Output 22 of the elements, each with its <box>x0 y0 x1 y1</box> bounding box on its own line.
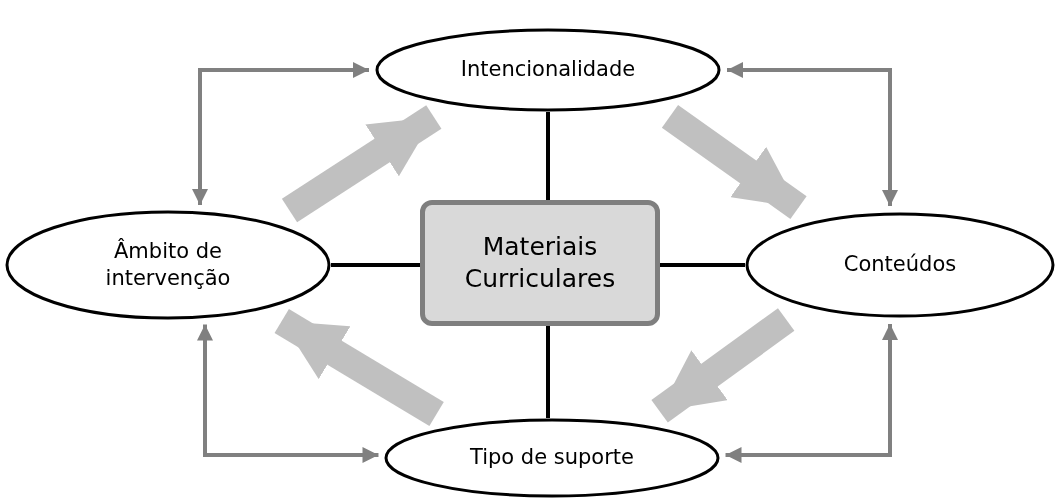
connector-line <box>660 263 745 267</box>
double-arrow <box>192 62 369 206</box>
connector-line <box>546 112 550 200</box>
node-label: Âmbito de intervenção <box>104 237 232 292</box>
ellipse-node <box>375 28 721 112</box>
block-arrow <box>281 105 442 223</box>
ellipse-node <box>384 418 720 498</box>
block-arrow <box>274 309 444 426</box>
block-arrow <box>651 308 795 423</box>
connector-line <box>546 326 550 418</box>
double-arrow <box>197 324 379 463</box>
block-arrow <box>661 104 807 220</box>
double-arrow <box>727 62 898 207</box>
node-label: Conteúdos <box>843 251 957 279</box>
central-box <box>420 200 660 326</box>
node-label: Intencionalidade <box>460 56 636 84</box>
node-label: Materiais Curriculares <box>463 230 617 295</box>
double-arrow <box>725 323 898 463</box>
ellipse-node <box>5 210 331 320</box>
connector-line <box>331 263 420 267</box>
ellipse-node <box>745 212 1055 318</box>
node-label: Tipo de suporte <box>470 444 634 472</box>
